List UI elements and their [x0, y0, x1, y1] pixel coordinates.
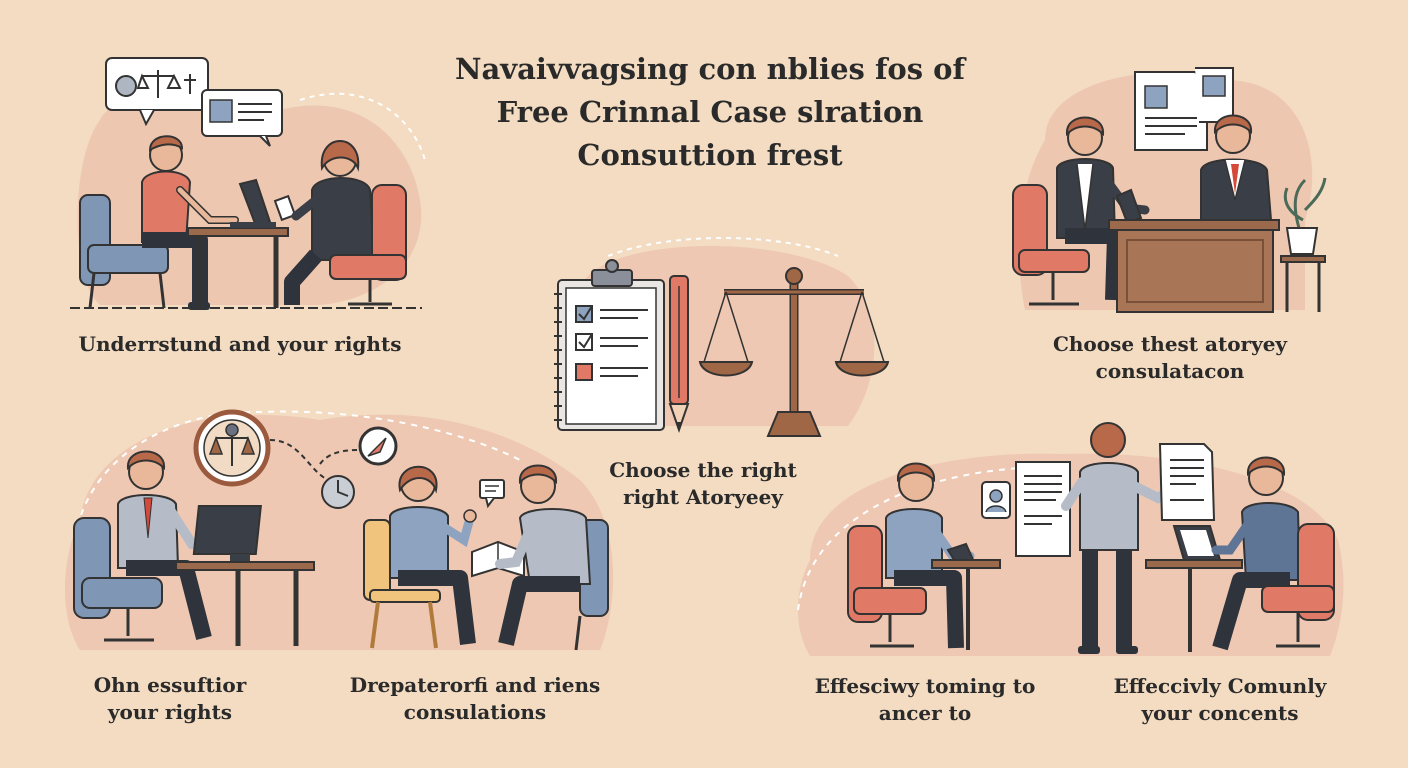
scene-consultation-top-left	[70, 57, 426, 310]
attorney-person	[1200, 114, 1273, 221]
title-line-3: Consuttion frest	[577, 138, 843, 172]
caption-bottom-right-b-line-1: Effeccivly Comunly	[1113, 674, 1327, 698]
laptop-desk	[1145, 525, 1243, 652]
caption-bottom-left: Ohn essuftior your rights	[60, 672, 280, 726]
caption-center-line-1: Choose the right	[609, 458, 797, 482]
standing-attorney	[1061, 422, 1181, 654]
dashed-route	[269, 439, 361, 481]
document-profile-icon	[1134, 67, 1234, 151]
document-icon	[1015, 461, 1071, 557]
pencil-icon	[668, 275, 690, 434]
caption-bottom-mid: Drepaterorfi and riens consulations	[330, 672, 620, 726]
title-line-1: Navaivvagsing con nblies fos of	[454, 52, 966, 86]
armchair-red	[329, 184, 407, 306]
caption-top-right-line-1: Choose thest atoryey	[1052, 332, 1288, 356]
caption-bottom-right-b-line-2: your concents	[1141, 701, 1299, 725]
computer-desk	[175, 505, 315, 646]
caption-bottom-mid-line-1: Drepaterorfi and riens	[349, 673, 601, 697]
caption-bottom-mid-line-2: consulations	[403, 700, 547, 724]
caption-top-right-line-2: consulatacon	[1095, 359, 1245, 383]
armchair-red-left	[847, 525, 927, 648]
scales-badge-icon	[193, 409, 271, 487]
client-man	[495, 464, 592, 646]
checklist-clipboard-icon	[554, 259, 665, 431]
title-line-2: Free Crinnal Case slration	[496, 95, 924, 129]
caption-center: Choose the right right Atoryeey	[548, 457, 858, 511]
armchair-blue	[73, 517, 163, 642]
compass-icon	[358, 426, 398, 466]
clock-icon	[321, 475, 355, 509]
client-person-right	[1211, 456, 1302, 651]
caption-bottom-right-b: Effeccivly Comunly your concents	[1080, 673, 1360, 727]
office-chair-red	[1012, 184, 1090, 306]
scales-of-justice-icon	[698, 267, 890, 437]
scene-communication-bottom-right	[797, 422, 1344, 656]
dashed-connector	[797, 467, 1021, 611]
caption-bottom-left-line-2: your rights	[107, 700, 233, 724]
caption-bottom-right-a-line-1: Effesciwy toming to	[814, 674, 1036, 698]
side-table	[931, 542, 1001, 650]
held-document-icon	[1158, 443, 1216, 521]
profile-card-icon	[981, 481, 1011, 519]
caption-bottom-right-a-line-2: ancer to	[878, 701, 972, 725]
client-woman	[389, 465, 477, 645]
armchair-red-right	[1261, 523, 1335, 648]
desk	[187, 178, 289, 308]
potted-plant-icon	[1280, 177, 1327, 312]
armchair-blue	[79, 194, 169, 309]
scales-speech-bubble-icon	[105, 57, 209, 127]
chat-bubble-icon	[479, 479, 505, 509]
caption-bottom-left-line-1: Ohn essuftior	[93, 673, 247, 697]
dashed-connector	[73, 410, 521, 551]
caption-top-left: Underrstund and your rights	[78, 332, 402, 356]
client-person	[1056, 116, 1150, 301]
wooden-desk	[1108, 188, 1280, 313]
caption-center-line-2: right Atoryeey	[623, 485, 783, 509]
dashed-connector	[299, 92, 426, 161]
background-blob	[65, 414, 614, 650]
caption-top-right: Choose thest atoryey consulatacon	[1005, 331, 1335, 385]
scene-attorney-desk-top-right	[1012, 67, 1327, 313]
caption-bottom-right-a: Effesciwy toming to ancer to	[790, 673, 1060, 727]
page-title: Navaivvagsing con nblies fos of Free Cri…	[410, 48, 1010, 177]
profile-speech-bubble-icon	[201, 89, 283, 147]
scene-clipboard-scales-center	[554, 237, 890, 437]
scene-computer-and-meeting-bottom-left	[65, 409, 614, 651]
